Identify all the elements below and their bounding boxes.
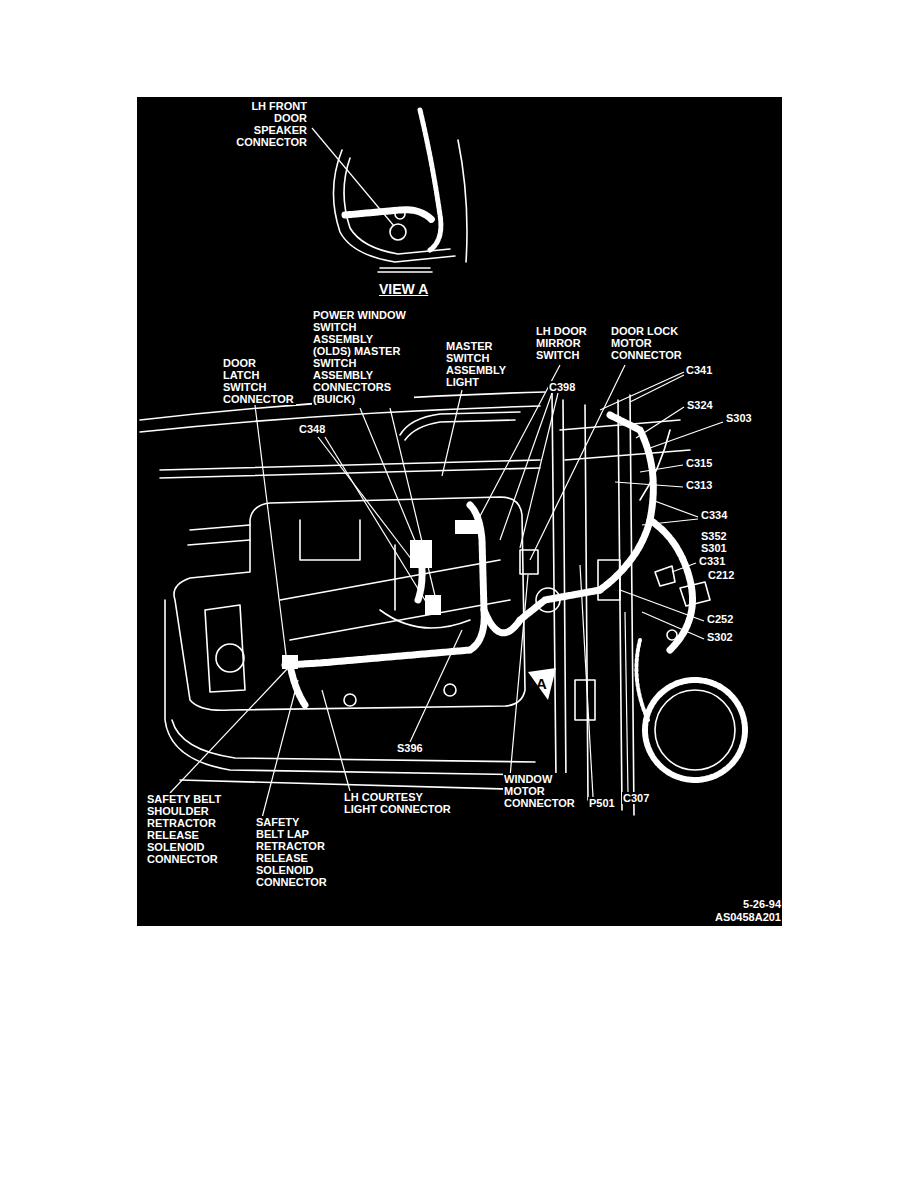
black-panel (137, 97, 782, 926)
callout-label: DOOR LOCK MOTOR CONNECTOR (610, 325, 686, 361)
callout-number: C212 (707, 569, 735, 581)
callout-label: LH FRONT DOOR SPEAKER CONNECTOR (232, 100, 308, 148)
callout-number: S324 (686, 399, 714, 411)
callout-number: C313 (685, 479, 713, 491)
callout-number: C315 (685, 457, 713, 469)
callout-label: SAFETY BELT SHOULDER RETRACTOR RELEASE S… (146, 793, 228, 865)
callout-number: C348 (298, 423, 326, 435)
callout-number: S352 (700, 530, 728, 542)
callout-number: C307 (622, 792, 650, 804)
callout-number: C252 (706, 613, 734, 625)
callout-number: S303 (725, 412, 753, 424)
callout-label: WINDOW MOTOR CONNECTOR (503, 773, 579, 809)
callout-number: C334 (700, 509, 728, 521)
date-stamp: 5-26-94 (742, 898, 782, 910)
callout-number: S301 (700, 542, 728, 554)
view-title: VIEW A (378, 282, 429, 297)
callout-label: SAFETY BELT LAP RETRACTOR RELEASE SOLENO… (255, 816, 329, 888)
callout-label: POWER WINDOW SWITCH ASSEMBLY (OLDS) MAST… (312, 309, 414, 405)
callout-number: C331 (698, 555, 726, 567)
view-marker: A (535, 676, 548, 692)
callout-number: S302 (706, 631, 734, 643)
view-arrow (528, 668, 556, 700)
callout-number: P501 (588, 797, 616, 809)
callout-label: MASTER SWITCH ASSEMBLY LIGHT (445, 340, 513, 388)
callout-number: S396 (396, 742, 424, 754)
callout-number: C398 (548, 381, 576, 393)
callout-label: LH COURTESY LIGHT CONNECTOR (343, 791, 455, 815)
figure-code: AS0458A201 (714, 911, 782, 923)
callout-number: C341 (685, 364, 713, 376)
callout-label: LH DOOR MIRROR SWITCH (535, 325, 599, 361)
callout-label: DOOR LATCH SWITCH CONNECTOR (222, 357, 296, 405)
